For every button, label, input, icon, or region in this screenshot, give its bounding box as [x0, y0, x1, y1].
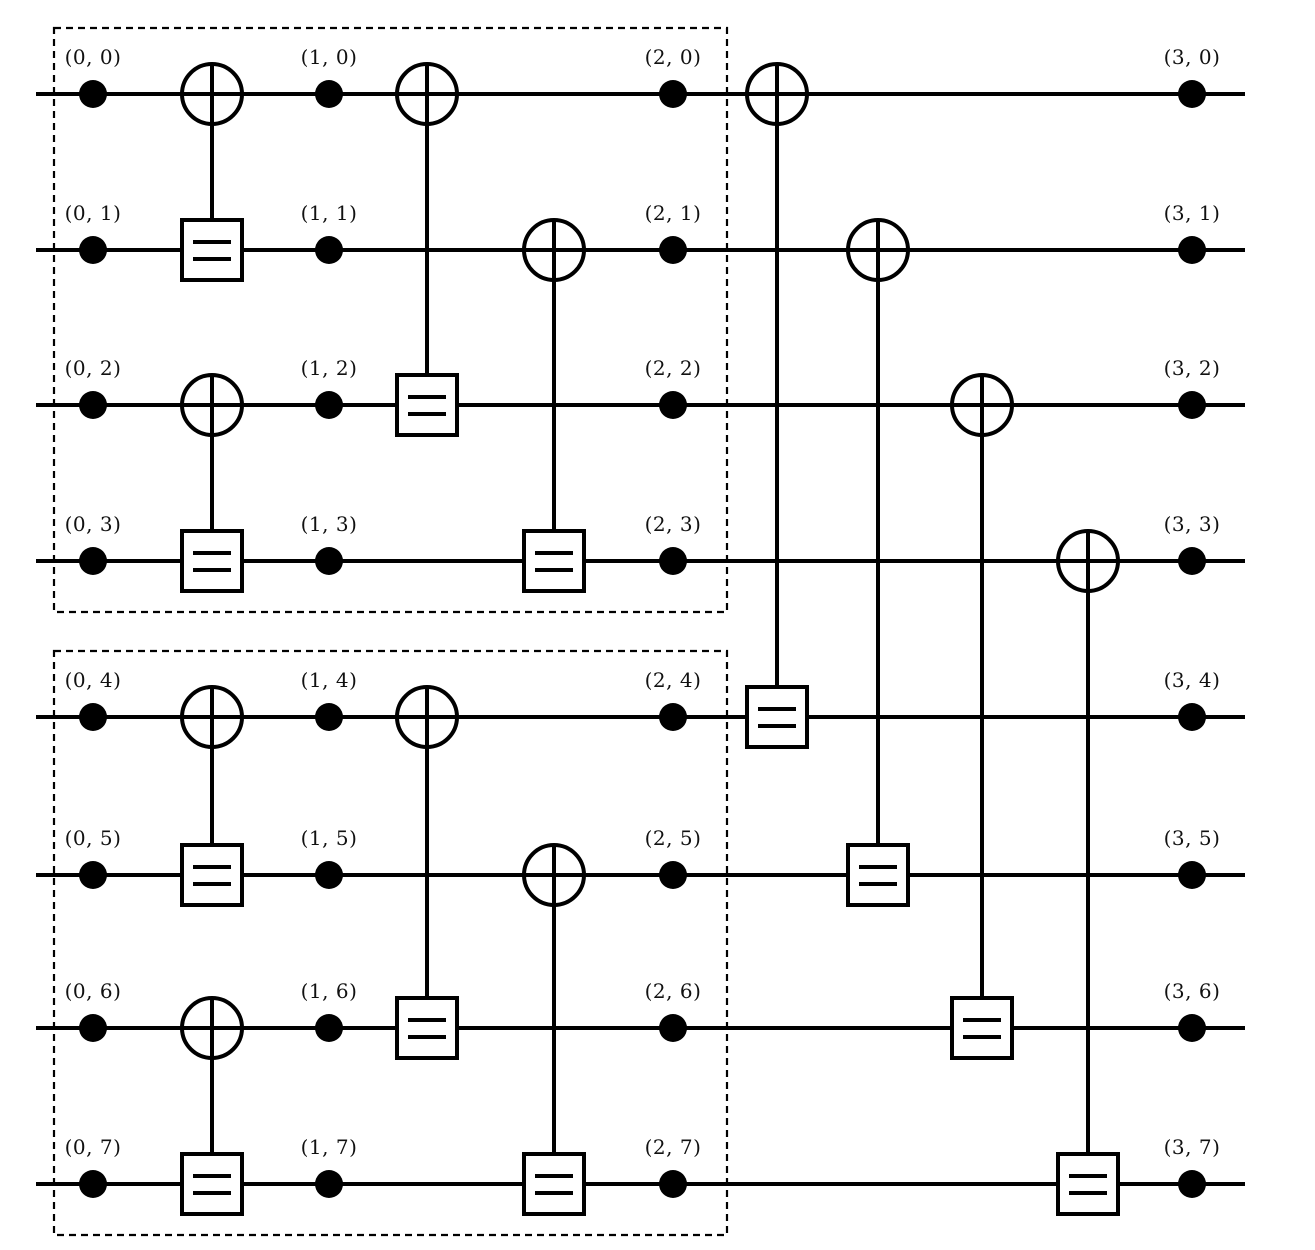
equals-box-icon: [180, 218, 244, 282]
nodes: [79, 80, 1206, 1198]
node-label: (2, 3): [645, 512, 702, 536]
node-label: (0, 2): [65, 356, 122, 380]
node-dot: [315, 861, 343, 889]
equals-box-icon: [745, 685, 809, 749]
node-dot: [659, 236, 687, 264]
dashed-group-box-lower-block: [52, 649, 729, 1237]
node-label: (3, 4): [1164, 668, 1221, 692]
node-dot: [79, 80, 107, 108]
node-dot: [79, 547, 107, 575]
node-dot: [79, 391, 107, 419]
node-dot: [79, 236, 107, 264]
node-dot: [79, 1014, 107, 1042]
oplus-icon: [180, 996, 244, 1060]
equals-box-icon: [1056, 1152, 1120, 1216]
node-dot: [659, 861, 687, 889]
equals-box-icon: [395, 996, 459, 1060]
node-dot: [1178, 547, 1206, 575]
node-label: (1, 2): [301, 356, 358, 380]
node-dot: [315, 391, 343, 419]
node-label: (0, 7): [65, 1135, 122, 1159]
node-dot: [1178, 236, 1206, 264]
equals-box-icon: [180, 1152, 244, 1216]
node-dot: [315, 703, 343, 731]
node-dot: [1178, 1170, 1206, 1198]
node-dot: [315, 547, 343, 575]
oplus-icon: [745, 62, 809, 126]
oplus-icon: [522, 843, 586, 907]
node-dot: [79, 1170, 107, 1198]
node-label: (0, 0): [65, 45, 122, 69]
node-dot: [659, 391, 687, 419]
node-label: (3, 0): [1164, 45, 1221, 69]
node-label: (1, 5): [301, 826, 358, 850]
node-label: (0, 1): [65, 201, 122, 225]
node-label: (1, 4): [301, 668, 358, 692]
node-dot: [1178, 391, 1206, 419]
node-labels: (0, 0) (0, 1) (0, 2) (0, 3) (0, 4) (0, 5) (0, …: [65, 45, 1221, 1159]
node-label: (2, 7): [645, 1135, 702, 1159]
equals-box-icon: [522, 1152, 586, 1216]
node-label: (0, 6): [65, 979, 122, 1003]
oplus-icon: [846, 218, 910, 282]
node-label: (3, 1): [1164, 201, 1221, 225]
oplus-icon: [522, 218, 586, 282]
node-label: (2, 0): [645, 45, 702, 69]
node-dot: [79, 861, 107, 889]
gates: [180, 62, 1120, 1216]
node-label: (3, 2): [1164, 356, 1221, 380]
node-dot: [315, 80, 343, 108]
node-label: (1, 0): [301, 45, 358, 69]
oplus-icon: [180, 373, 244, 437]
node-label: (1, 7): [301, 1135, 358, 1159]
node-dot: [659, 80, 687, 108]
node-dot: [315, 1170, 343, 1198]
node-label: (0, 3): [65, 512, 122, 536]
node-label: (0, 4): [65, 668, 122, 692]
node-label: (3, 5): [1164, 826, 1221, 850]
node-dot: [1178, 703, 1206, 731]
oplus-icon: [950, 373, 1014, 437]
equals-box-icon: [950, 996, 1014, 1060]
node-label: (2, 5): [645, 826, 702, 850]
node-label: (3, 6): [1164, 979, 1221, 1003]
equals-box-icon: [395, 373, 459, 437]
node-dot: [659, 1014, 687, 1042]
node-label: (1, 1): [301, 201, 358, 225]
equals-box-icon: [180, 843, 244, 907]
oplus-icon: [180, 62, 244, 126]
equals-box-icon: [846, 843, 910, 907]
oplus-icon: [180, 685, 244, 749]
oplus-icon: [1056, 529, 1120, 593]
node-label: (2, 1): [645, 201, 702, 225]
node-dot: [1178, 80, 1206, 108]
node-label: (1, 3): [301, 512, 358, 536]
node-label: (1, 6): [301, 979, 358, 1003]
node-label: (2, 4): [645, 668, 702, 692]
dashed-group-box-upper-block: [52, 26, 729, 614]
equals-box-icon: [180, 529, 244, 593]
oplus-icon: [395, 685, 459, 749]
equals-box-icon: [522, 529, 586, 593]
node-label: (2, 6): [645, 979, 702, 1003]
node-dot: [659, 547, 687, 575]
node-label: (0, 5): [65, 826, 122, 850]
node-dot: [659, 703, 687, 731]
node-dot: [315, 1014, 343, 1042]
node-label: (3, 3): [1164, 512, 1221, 536]
node-dot: [1178, 1014, 1206, 1042]
node-dot: [315, 236, 343, 264]
node-label: (2, 2): [645, 356, 702, 380]
node-dot: [659, 1170, 687, 1198]
node-label: (3, 7): [1164, 1135, 1221, 1159]
group-boxes: [52, 26, 729, 1237]
node-dot: [1178, 861, 1206, 889]
node-dot: [79, 703, 107, 731]
oplus-icon: [395, 62, 459, 126]
